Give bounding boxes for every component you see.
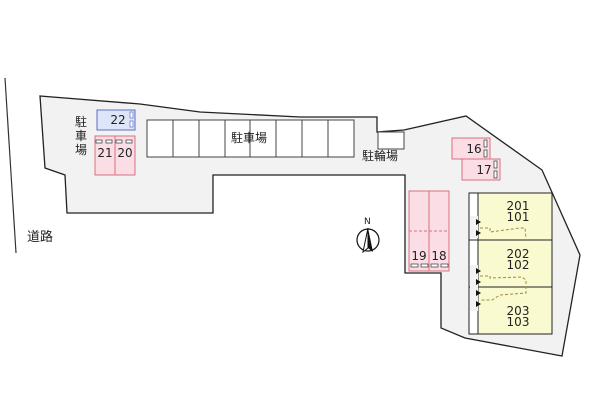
bicycle-shed xyxy=(377,131,405,150)
parking-label-1: 駐 xyxy=(75,115,88,129)
unit-201: 201 xyxy=(506,199,530,213)
parking-slot xyxy=(275,119,303,158)
site-lot xyxy=(39,95,581,357)
main-parking-label: 駐車場 xyxy=(231,131,268,145)
bicycle-parking-label: 駐輪場 xyxy=(362,149,399,163)
parking-label-3: 場 xyxy=(75,143,88,157)
parking-slot xyxy=(249,119,277,158)
parking-17 xyxy=(461,158,501,181)
compass-label: N xyxy=(364,217,371,227)
parking-22 xyxy=(96,109,136,131)
space-19: 19 xyxy=(411,249,427,263)
unit-101: 101 xyxy=(506,210,530,224)
apartment-building xyxy=(468,192,553,335)
unit-202: 202 xyxy=(506,247,530,261)
space-18: 18 xyxy=(431,249,447,263)
parking-slot xyxy=(224,119,251,158)
space-20: 20 xyxy=(117,146,133,160)
space-16: 16 xyxy=(466,142,482,156)
parking-slot xyxy=(198,119,226,158)
parking-slot xyxy=(172,119,200,158)
unit-103: 103 xyxy=(506,315,530,329)
main-parking xyxy=(146,119,355,158)
unit-102: 102 xyxy=(506,258,530,272)
space-17: 17 xyxy=(476,163,492,177)
parking-label-2: 車 xyxy=(75,129,88,143)
parking-slot xyxy=(327,119,355,158)
north-compass-icon xyxy=(356,227,380,254)
space-21: 21 xyxy=(97,146,113,160)
road-label: 道路 xyxy=(27,230,54,245)
parking-slot xyxy=(301,119,329,158)
space-22: 22 xyxy=(110,113,126,127)
parking-slot xyxy=(146,119,174,158)
unit-203: 203 xyxy=(506,304,530,318)
road-edge-left xyxy=(4,77,17,254)
parking-20 xyxy=(114,135,136,176)
